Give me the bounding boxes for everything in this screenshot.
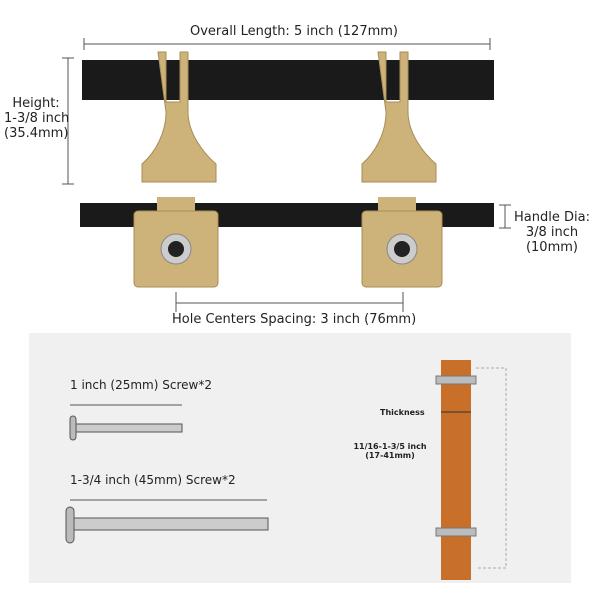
install-diagram xyxy=(435,360,507,580)
thickness-mm: (17-41mm) xyxy=(365,451,415,460)
height-inch: 1-3/8 inch xyxy=(4,111,70,126)
handle-dia-label: Handle Dia: 3/8 inch (10mm) xyxy=(514,210,590,255)
accessories-panel xyxy=(29,333,571,583)
dia-mm: (10mm) xyxy=(525,240,578,255)
screws xyxy=(65,404,269,544)
handle-side-view xyxy=(82,51,494,183)
hole-spacing-label: Hole Centers Spacing: 3 inch (76mm) xyxy=(172,312,417,327)
long-screw-label: 1-3/4 inch (45mm) Screw*2 xyxy=(70,473,236,487)
handle-top-view xyxy=(80,197,494,288)
short-screw-label: 1 inch (25mm) Screw*2 xyxy=(70,378,212,392)
height-label: Height: 1-3/8 inch (35.4mm) xyxy=(4,96,70,141)
overall-length-label: Overall Length: 5 inch (127mm) xyxy=(190,24,398,39)
height-title: Height: xyxy=(12,96,60,111)
thickness-range: 11/16-1-3/5 inch (17-41mm) xyxy=(350,442,430,460)
thickness-label: Thickness xyxy=(380,408,425,417)
dia-inch: 3/8 inch xyxy=(525,225,579,240)
dia-title: Handle Dia: xyxy=(514,210,590,225)
thickness-inch: 11/16-1-3/5 inch xyxy=(353,442,427,451)
height-mm: (35.4mm) xyxy=(4,126,69,141)
dimension-lines xyxy=(62,38,511,312)
